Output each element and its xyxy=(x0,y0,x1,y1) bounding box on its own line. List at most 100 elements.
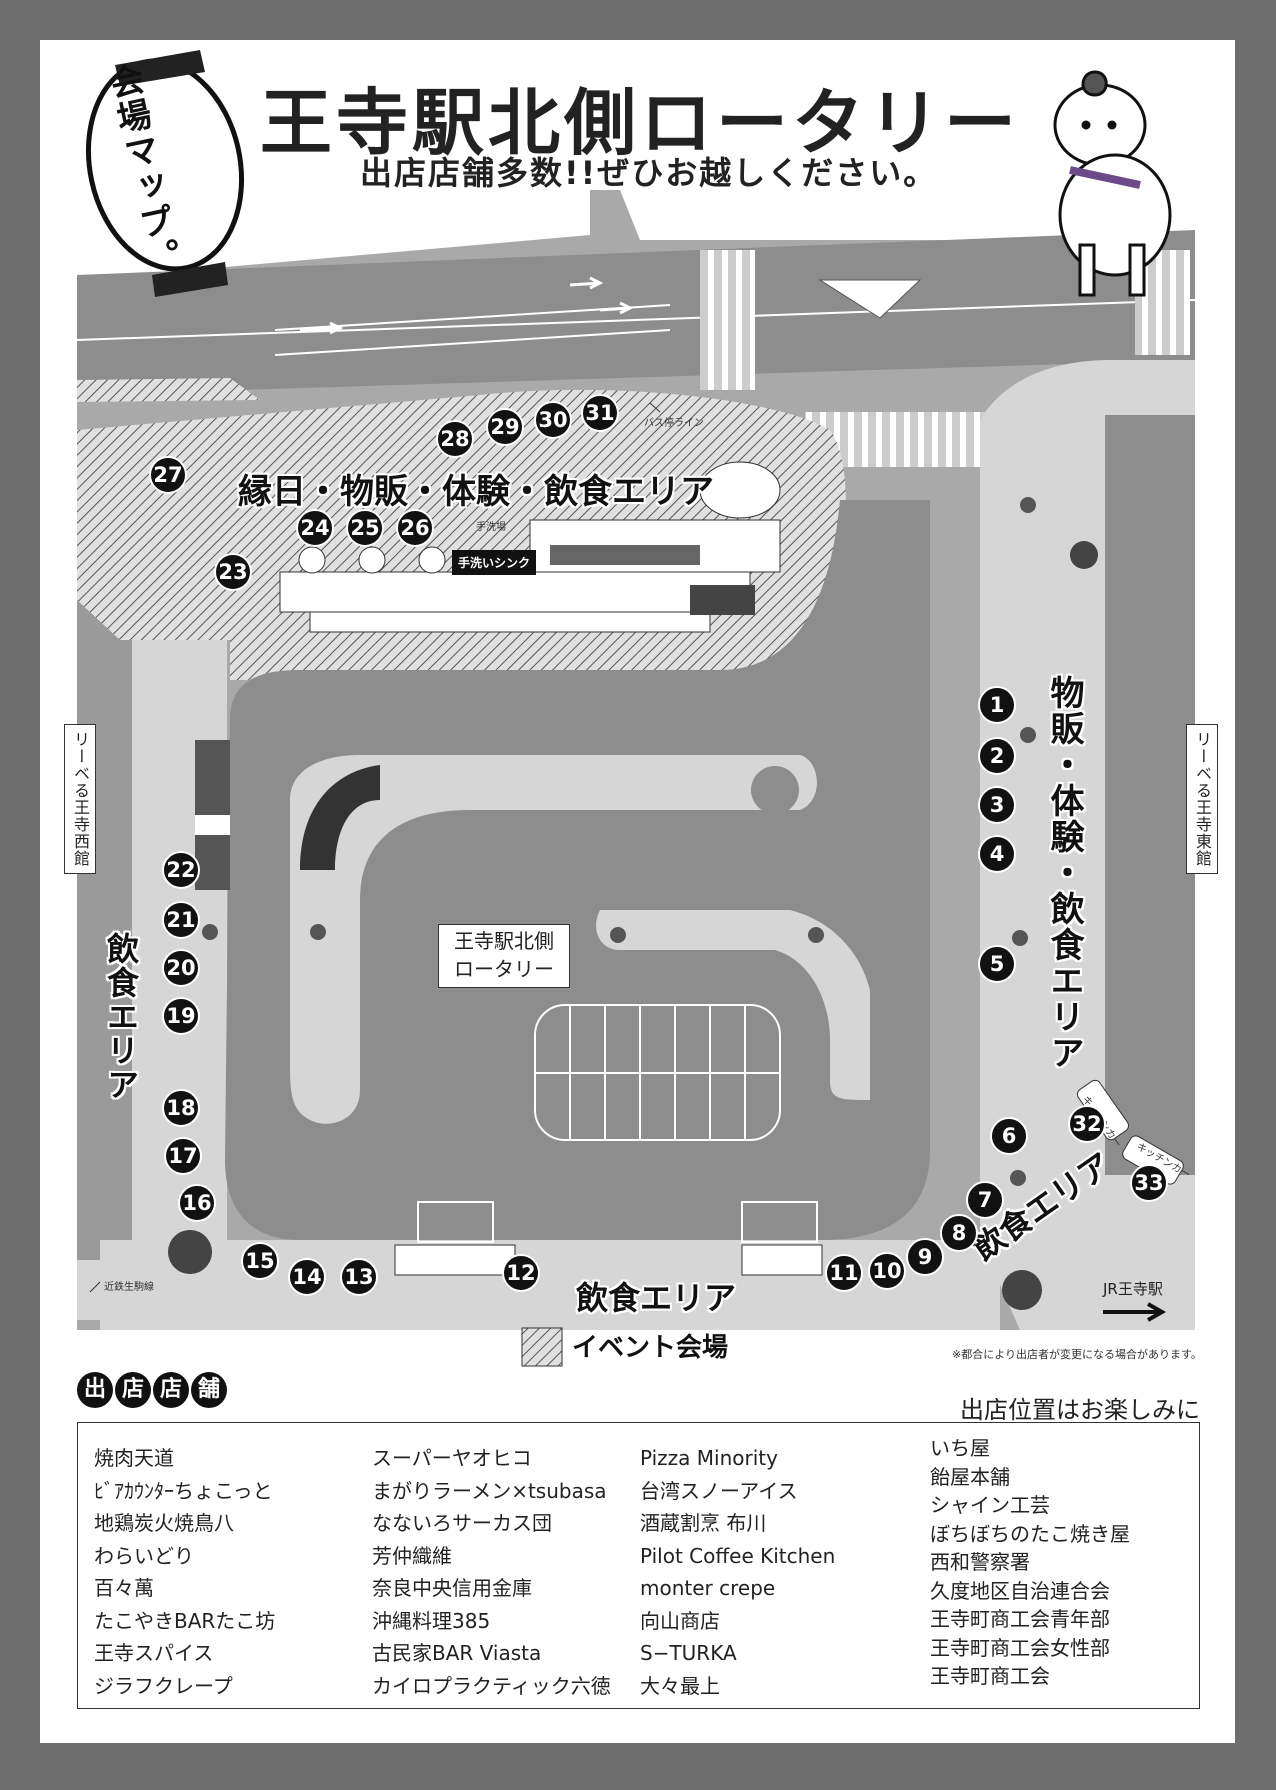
shop-column-3: Pizza Minority 台湾スノーアイス 酒蔵割烹 布川 Pilot Co… xyxy=(640,1442,835,1702)
shop-item: シャイン工芸 xyxy=(930,1493,1050,1517)
shop-item: 大々最上 xyxy=(640,1673,720,1698)
shop-item: S−TURKA xyxy=(640,1641,737,1665)
booth-marker-16[interactable]: 16 xyxy=(178,1184,216,1222)
booth-marker-26[interactable]: 26 xyxy=(396,509,434,547)
shop-list-box xyxy=(77,1422,1200,1709)
south-sidewalk xyxy=(100,1240,1000,1330)
shop-item: Pizza Minority xyxy=(640,1446,778,1470)
rotary-center-label: 王寺駅北側 ロータリー xyxy=(438,924,570,988)
page-title: 王寺駅北側ロータリー xyxy=(260,81,1021,165)
shop-item: 飴屋本舗 xyxy=(930,1464,1010,1489)
east-building-strip xyxy=(1105,415,1195,1175)
booth-marker-20[interactable]: 20 xyxy=(162,949,200,987)
shop-item: 向山商店 xyxy=(640,1608,720,1633)
shop-item: 台湾スノーアイス xyxy=(640,1478,798,1503)
shop-column-2: スーパーヤオヒコ まがりラーメン×tsubasa なないろサーカス団 芳仲織維 … xyxy=(372,1442,611,1702)
booth-marker-14[interactable]: 14 xyxy=(288,1258,326,1296)
area-label-east: 物販・体験・飲食エリア xyxy=(1044,675,1084,1071)
building-east-label: リーベる王寺東館 xyxy=(1186,724,1218,874)
booth-marker-24[interactable]: 24 xyxy=(296,509,334,547)
shop-item: 百々萬 xyxy=(94,1576,154,1600)
shop-item: 西和警察署 xyxy=(930,1550,1030,1574)
kintetsu-label: 近鉄生駒線 xyxy=(104,1282,154,1293)
booth-marker-22[interactable]: 22 xyxy=(162,851,200,889)
area-label-north: 縁日・物販・体験・飲食エリア xyxy=(238,472,714,512)
shop-item: 芳仲織維 xyxy=(372,1543,452,1568)
shop-item: 地鶏炭火焼鳥八 xyxy=(94,1511,234,1535)
shop-item: Pilot Coffee Kitchen xyxy=(640,1543,836,1568)
booth-marker-30[interactable]: 30 xyxy=(534,401,572,439)
building-west-label: リーベる王寺西館 xyxy=(64,724,96,874)
sink-label: 手洗いシンク xyxy=(452,550,537,575)
tree xyxy=(168,1230,212,1274)
jr-station-label: JR王寺駅 xyxy=(1103,1280,1163,1298)
booth-marker-2[interactable]: 2 xyxy=(978,737,1016,775)
booth-marker-18[interactable]: 18 xyxy=(162,1089,200,1127)
booth-marker-31[interactable]: 31 xyxy=(581,394,619,432)
shop-list-tab-char: 出 xyxy=(77,1372,113,1408)
rotary-center-line-2: ロータリー xyxy=(454,957,554,981)
booth-marker-6[interactable]: 6 xyxy=(990,1117,1028,1155)
shop-list-note: 出店位置はお楽しみに xyxy=(960,1396,1200,1424)
booth-marker-23[interactable]: 23 xyxy=(214,553,252,591)
booth-marker-25[interactable]: 25 xyxy=(346,509,384,547)
shop-list-tab-char: 店 xyxy=(115,1372,151,1408)
shop-item: カイロプラクティック六徳 xyxy=(372,1673,611,1698)
booth-marker-4[interactable]: 4 xyxy=(978,835,1016,873)
shop-item: 王寺町商工会 xyxy=(930,1664,1050,1688)
shop-item: monter crepe xyxy=(640,1576,776,1600)
shop-item: スーパーヤオヒコ xyxy=(372,1446,532,1470)
booth-marker-28[interactable]: 28 xyxy=(436,420,474,458)
booth-marker-1[interactable]: 1 xyxy=(978,686,1016,724)
booth-marker-9[interactable]: 9 xyxy=(906,1238,944,1276)
booth-marker-5[interactable]: 5 xyxy=(978,945,1016,983)
booth-marker-29[interactable]: 29 xyxy=(486,408,524,446)
booth-marker-11[interactable]: 11 xyxy=(825,1254,863,1292)
shop-column-4: いち屋 飴屋本舗 シャイン工芸 ぼちぼちのたこ焼き屋 西和警察署 久度地区自治連… xyxy=(930,1434,1130,1691)
shop-item: まがりラーメン×tsubasa xyxy=(372,1478,607,1503)
booth-marker-10[interactable]: 10 xyxy=(868,1252,906,1290)
tree xyxy=(1002,1270,1042,1310)
shop-list: 出店店舗 出店位置はお楽しみに 焼肉天道 ﾋﾞｱｶｳﾝﾀｰちょこっと 地鶏炭火焼… xyxy=(77,1372,1200,1709)
event-legend-label: イベント会場 xyxy=(572,1333,729,1363)
booth-marker-33[interactable]: 33 xyxy=(1130,1164,1168,1202)
crosswalk xyxy=(700,250,755,390)
shop-item: いち屋 xyxy=(930,1436,990,1460)
booth-marker-19[interactable]: 19 xyxy=(162,997,200,1035)
page-subtitle: 出店店舗多数!!ぜひお越しください。 xyxy=(360,154,938,192)
booth-marker-32[interactable]: 32 xyxy=(1068,1105,1106,1143)
shop-item: 酒蔵割烹 布川 xyxy=(640,1511,767,1535)
booth-marker-13[interactable]: 13 xyxy=(340,1258,378,1296)
shop-item: ぼちぼちのたこ焼き屋 xyxy=(930,1521,1130,1546)
shop-item: 焼肉天道 xyxy=(94,1446,174,1470)
area-label-west: 飲食エリア xyxy=(102,932,140,1102)
shop-item: 奈良中央信用金庫 xyxy=(372,1576,532,1600)
booth-marker-8[interactable]: 8 xyxy=(940,1214,978,1252)
main-road xyxy=(77,230,1195,395)
shop-column-1: 焼肉天道 ﾋﾞｱｶｳﾝﾀｰちょこっと 地鶏炭火焼鳥八 わらいどり 百々萬 たこや… xyxy=(94,1442,275,1702)
shop-item: 王寺町商工会女性部 xyxy=(930,1635,1110,1660)
shop-item: なないろサーカス団 xyxy=(372,1511,552,1535)
shop-item: 久度地区自治連合会 xyxy=(930,1578,1110,1603)
shop-item: たこやきBARたこ坊 xyxy=(94,1608,276,1633)
booth-marker-27[interactable]: 27 xyxy=(149,456,187,494)
booth-marker-21[interactable]: 21 xyxy=(162,901,200,939)
shop-list-tab: 出店店舗 xyxy=(77,1372,229,1408)
shop-item: 王寺スパイス xyxy=(94,1641,214,1665)
station-building xyxy=(279,461,781,633)
shop-list-tab-char: 店 xyxy=(153,1372,189,1408)
booth-marker-3[interactable]: 3 xyxy=(978,786,1016,824)
booth-marker-17[interactable]: 17 xyxy=(164,1137,202,1175)
event-legend-swatch xyxy=(521,1327,563,1367)
dog-mascot-icon xyxy=(1053,70,1172,297)
shop-item: ﾋﾞｱｶｳﾝﾀｰちょこっと xyxy=(94,1478,273,1503)
rotary-center-line-1: 王寺駅北側 xyxy=(454,929,554,953)
booth-marker-7[interactable]: 7 xyxy=(966,1181,1004,1219)
booth-marker-12[interactable]: 12 xyxy=(502,1254,540,1292)
booth-marker-15[interactable]: 15 xyxy=(241,1242,279,1280)
shop-item: わらいどり xyxy=(94,1543,194,1568)
shop-item: 沖縄料理385 xyxy=(372,1608,491,1633)
parking-lot xyxy=(534,1004,781,1141)
jr-arrow-icon xyxy=(1103,1302,1167,1322)
change-note: ※都合により出店者が変更になる場合があります。 xyxy=(952,1348,1202,1361)
